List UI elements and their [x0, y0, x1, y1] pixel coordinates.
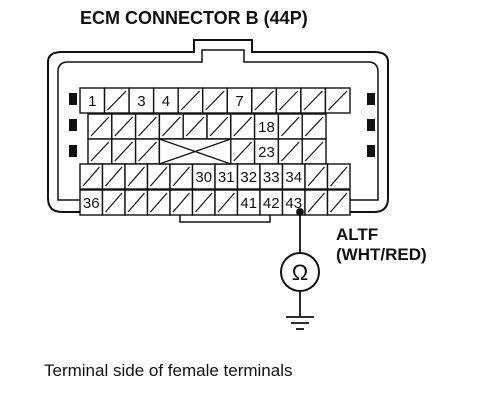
terminal-empty — [169, 189, 194, 216]
terminal-empty — [277, 113, 303, 140]
terminal-label: 34 — [285, 169, 302, 186]
terminal-empty — [158, 113, 184, 140]
terminal-empty — [101, 163, 126, 190]
terminal-label: 42 — [263, 195, 280, 212]
terminal-empty — [230, 138, 256, 165]
terminal-3: 3 — [128, 87, 155, 114]
terminal-label: 43 — [285, 195, 302, 212]
terminal-empty — [124, 163, 149, 190]
ohm-symbol: Ω — [292, 260, 308, 285]
terminal-43-dot — [296, 208, 304, 216]
terminal-empty — [87, 138, 113, 165]
terminal-1: 1 — [79, 87, 106, 114]
terminal-empty — [304, 189, 329, 216]
terminal-18: 18 — [253, 113, 280, 140]
terminal-empty — [124, 189, 149, 216]
terminal-33: 33 — [259, 163, 284, 190]
unused-block — [158, 138, 232, 165]
terminal-empty — [326, 189, 351, 216]
terminal-empty — [169, 163, 194, 190]
terminal-empty — [134, 138, 161, 165]
terminal-label: 33 — [263, 169, 280, 186]
terminal-label: 36 — [83, 195, 100, 212]
terminal-empty — [111, 138, 137, 165]
terminal-empty — [146, 189, 171, 216]
terminal-label: 7 — [235, 93, 243, 110]
terminal-41: 41 — [236, 189, 261, 216]
terminal-label: 30 — [195, 169, 212, 186]
terminal-label: 23 — [258, 144, 275, 161]
terminal-empty — [177, 87, 204, 114]
terminal-empty — [111, 113, 137, 140]
terminal-empty — [301, 138, 327, 165]
probe-lead — [296, 208, 304, 253]
terminal-empty — [214, 189, 239, 216]
terminal-empty — [304, 163, 329, 190]
wire-color: (WHT/RED) — [336, 245, 427, 264]
terminal-label: 3 — [137, 93, 145, 110]
terminal-empty — [79, 163, 104, 190]
terminal-empty — [275, 87, 302, 114]
terminal-30: 30 — [191, 163, 216, 190]
terminal-label: 18 — [258, 119, 275, 136]
terminal-empty — [326, 163, 351, 190]
terminal-7: 7 — [226, 87, 253, 114]
terminal-label: 4 — [162, 93, 170, 110]
terminal-23: 23 — [253, 138, 280, 165]
terminal-label: 31 — [218, 169, 235, 186]
terminal-label: 1 — [88, 93, 96, 110]
terminal-empty — [101, 189, 126, 216]
terminal-31: 31 — [214, 163, 239, 190]
terminal-label: 41 — [240, 195, 257, 212]
terminal-label: 32 — [240, 169, 257, 186]
terminal-empty — [191, 189, 216, 216]
terminal-empty — [230, 113, 256, 140]
terminal-empty — [277, 138, 303, 165]
terminal-empty — [202, 87, 228, 114]
terminal-empty — [300, 87, 327, 114]
terminal-42: 42 — [259, 189, 284, 216]
terminal-empty — [134, 113, 161, 140]
diagram-title: ECM CONNECTOR B (44P) — [80, 8, 308, 28]
terminal-empty — [146, 163, 171, 190]
terminal-empty — [301, 113, 327, 140]
terminal-empty — [324, 87, 351, 114]
ground-icon — [286, 316, 314, 330]
caption: Terminal side of female terminals — [44, 361, 292, 380]
terminal-32: 32 — [236, 163, 261, 190]
ohmmeter: Ω — [280, 252, 320, 316]
terminal-empty — [87, 113, 113, 140]
signal-name: ALTF — [336, 225, 378, 244]
terminal-empty — [206, 113, 232, 140]
terminal-empty — [251, 87, 278, 114]
terminal-4: 4 — [152, 87, 179, 114]
terminal-empty — [182, 113, 208, 140]
terminal-empty — [103, 87, 130, 114]
terminal-34: 34 — [281, 163, 306, 190]
connector-housing — [47, 39, 389, 223]
terminal-36: 36 — [79, 189, 104, 216]
